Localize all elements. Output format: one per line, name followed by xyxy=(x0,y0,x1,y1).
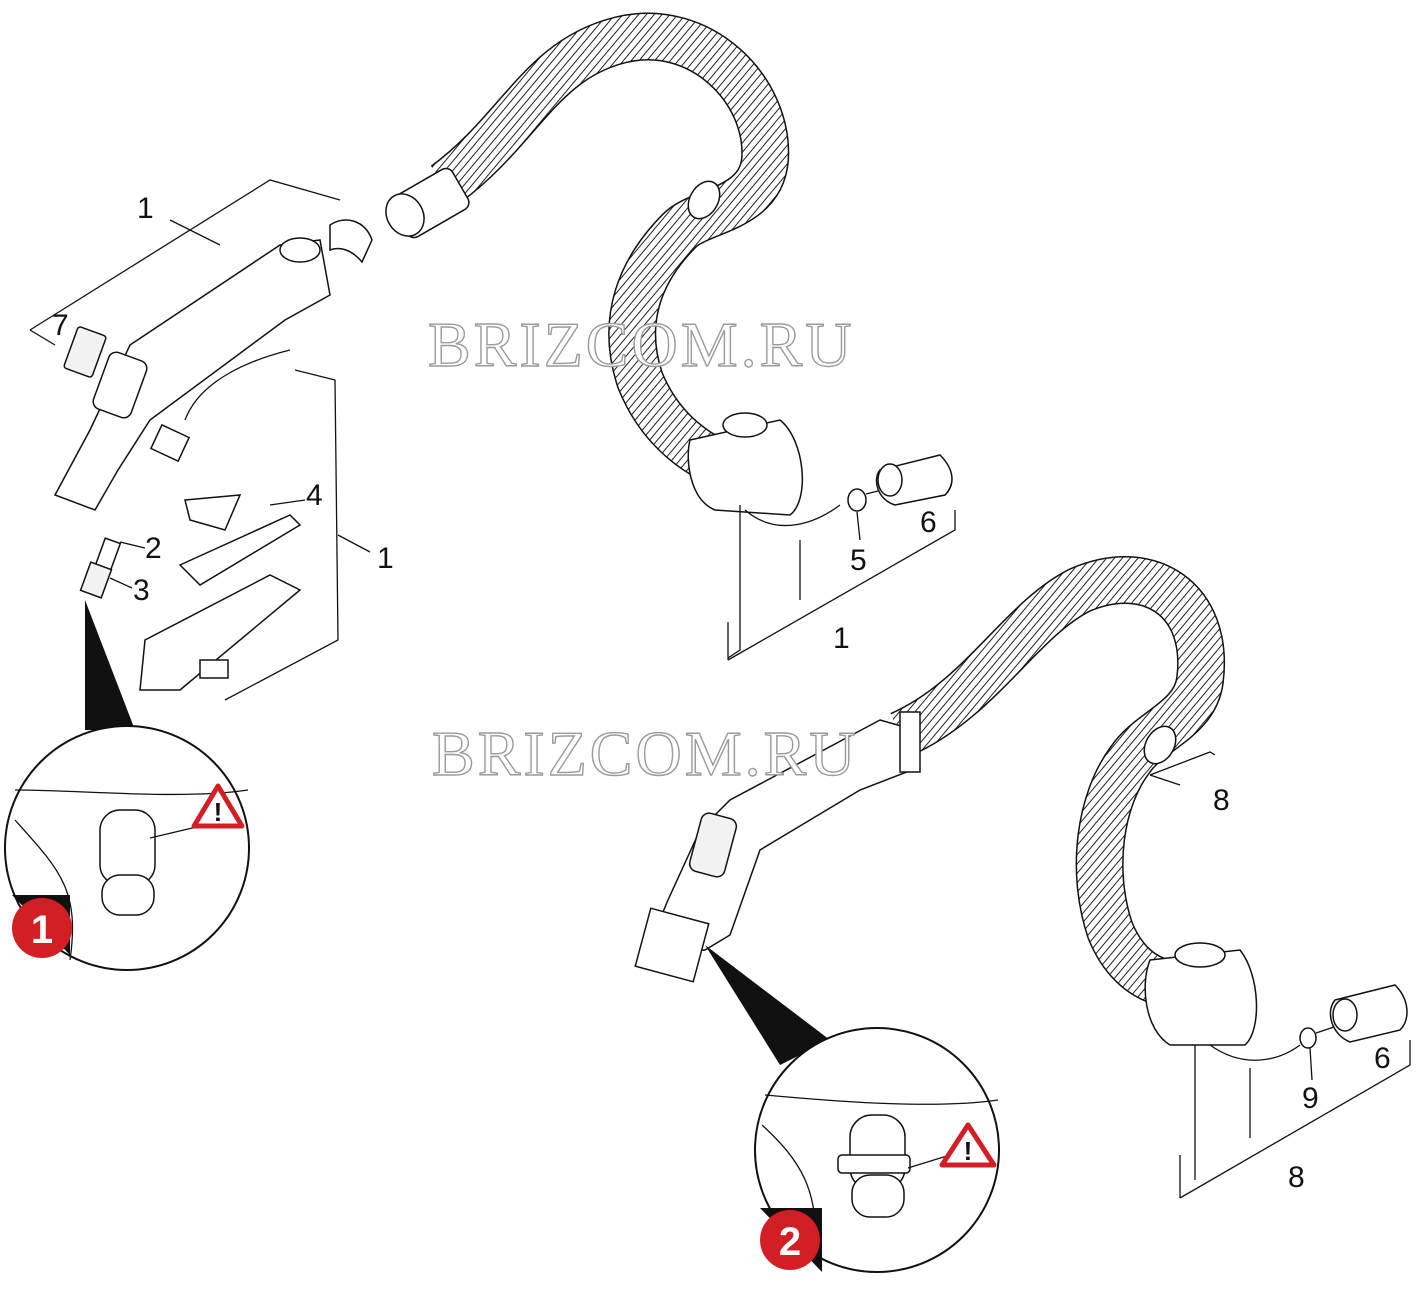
spray-handle-upper xyxy=(53,237,331,511)
warning-triangle-icon: ! xyxy=(939,1122,997,1168)
spray-handle-lower xyxy=(634,711,921,983)
svg-text:1: 1 xyxy=(31,908,53,952)
callout-7: 7 xyxy=(52,309,69,342)
upper-suction-hose xyxy=(430,12,790,494)
callout-5: 5 xyxy=(850,544,867,577)
detail-view-1: ! 1 xyxy=(4,600,250,971)
callout-6-top: 6 xyxy=(920,506,937,539)
callout-8-lower: 8 xyxy=(1288,1161,1305,1194)
lower-suction-hose xyxy=(889,556,1226,1008)
watermark-middle: BRIZCOM.RU xyxy=(432,718,859,789)
callout-6-bottom: 6 xyxy=(1374,1042,1391,1075)
exploded-small-parts xyxy=(79,423,302,691)
callout-4: 4 xyxy=(306,479,323,512)
upper-hose-connector xyxy=(329,167,470,264)
svg-text:!: ! xyxy=(214,797,223,827)
lower-hose-end-cuff xyxy=(1144,942,1408,1061)
callout-1-bottom: 1 xyxy=(833,622,850,655)
detail-badge-1: 1 xyxy=(12,898,72,958)
callout-3: 3 xyxy=(133,574,150,607)
clamp-part-5 xyxy=(847,488,867,512)
svg-text:!: ! xyxy=(964,1136,973,1166)
callout-8-upper: 8 xyxy=(1213,784,1230,817)
grip-plate-part-7 xyxy=(63,326,107,378)
watermark-top: BRIZCOM.RU xyxy=(428,309,855,380)
callout-2: 2 xyxy=(145,532,162,565)
clamp-part-9 xyxy=(1299,1027,1317,1049)
warning-triangle-icon: ! xyxy=(191,783,245,829)
watermarks: BRIZCOM.RU BRIZCOM.RU xyxy=(427,308,859,789)
callout-1-bracket: 1 xyxy=(377,542,394,575)
detail-view-2: ! 2 xyxy=(705,945,1000,1273)
upper-hose-end-cuff xyxy=(687,412,953,527)
svg-text:2: 2 xyxy=(779,1220,801,1264)
detail-badge-2: 2 xyxy=(760,1210,820,1270)
callout-9: 9 xyxy=(1302,1082,1319,1115)
callout-1-handle: 1 xyxy=(137,192,154,225)
lower-bracket-lines xyxy=(1149,751,1411,1199)
upper-bracket-lines xyxy=(29,179,956,701)
callout-labels: 1 7 4 2 3 1 5 6 1 8 9 6 8 xyxy=(52,192,1391,1194)
valve-part-3 xyxy=(79,561,113,599)
nozzle-clip-part-4 xyxy=(178,514,302,586)
